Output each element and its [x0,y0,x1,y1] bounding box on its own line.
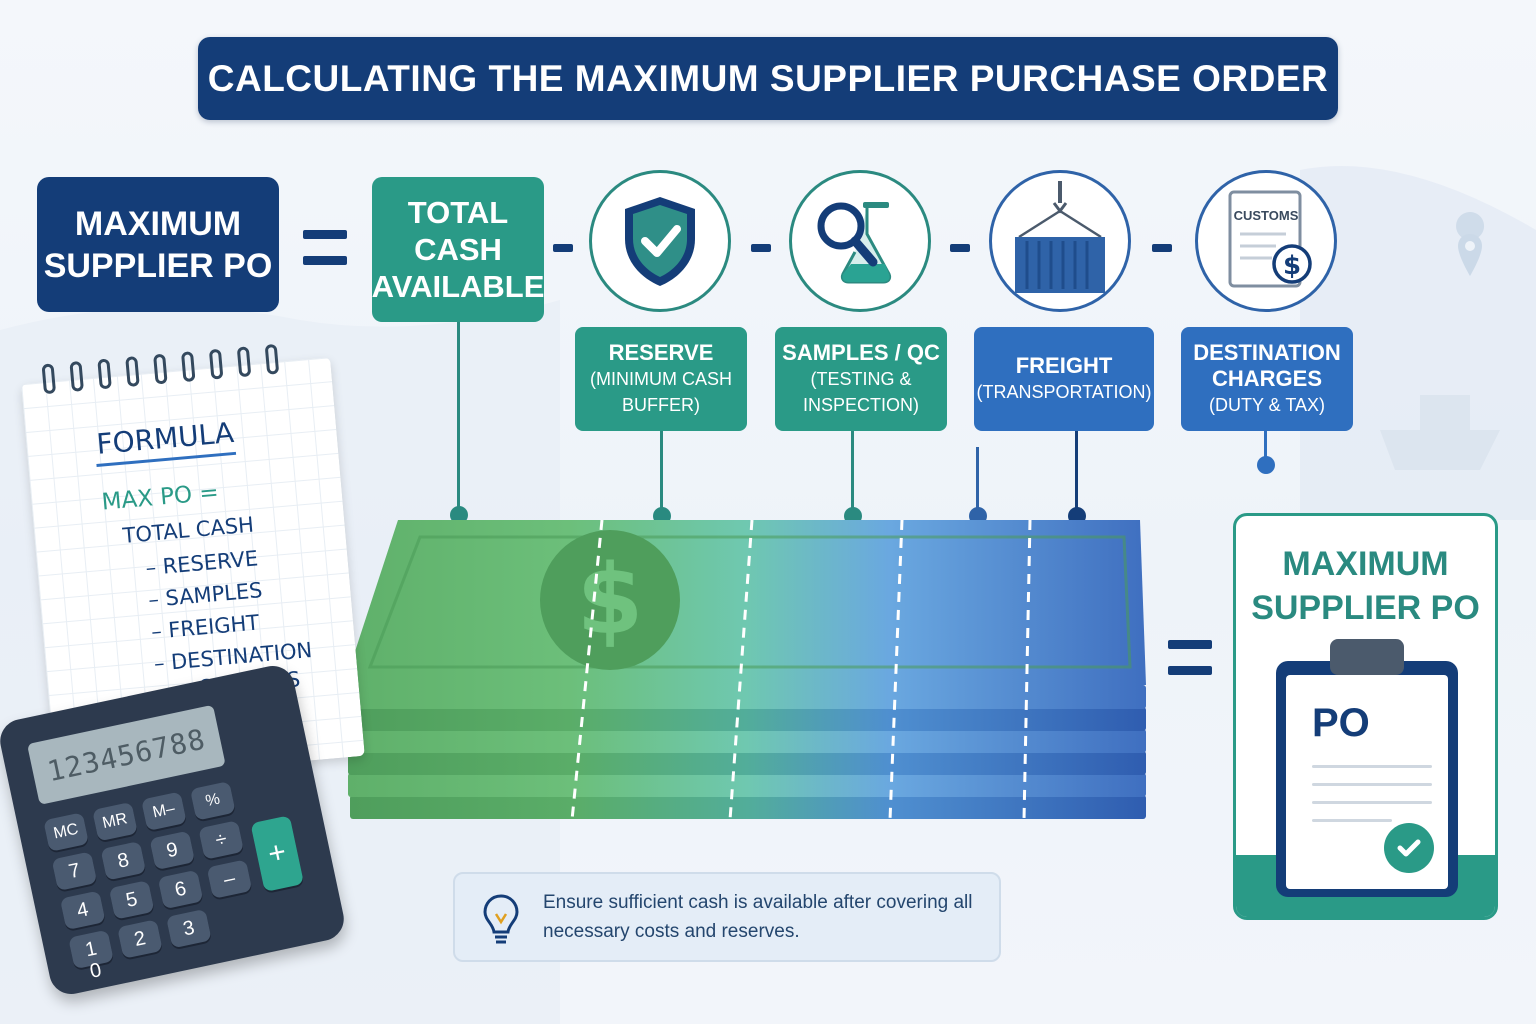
calc-key: MR [92,801,138,842]
map-pin-icon [1456,232,1484,280]
connector-line [660,431,663,511]
max-supplier-po-box: MAXIMUM SUPPLIER PO [37,177,279,312]
doc-line [1312,801,1432,804]
customs-document-icon: $ [1195,170,1337,312]
reserve-label: RESERVE [608,340,714,365]
total-cash-line1: TOTAL [407,195,509,230]
formula-line2: TOTAL CASH [121,512,255,548]
freight-box: FREIGHT (TRANSPORTATION) [974,327,1154,431]
connector-dot [450,506,468,524]
calc-key: % [189,781,236,821]
notepad-ring [208,348,224,380]
minus-sign [1152,244,1172,252]
connector-dot [1257,456,1275,474]
calc-key: MC [43,812,90,852]
calc-key: 6 [157,869,204,910]
connector-line [976,447,979,511]
calc-key: 2 [117,919,163,959]
minus-sign [553,244,573,252]
reserve-sub2: BUFFER) [622,395,700,415]
clipboard-icon: PO [1276,639,1458,897]
notepad-ring [180,351,196,383]
clipboard-clip [1330,639,1404,675]
total-cash-line3: AVAILABLE [371,269,545,304]
formula-line5: – FREIGHT [150,610,261,644]
equals-sign [303,230,347,266]
calc-key-plus: + [250,815,305,893]
tip-text: Ensure sufficient cash is available afte… [543,892,973,942]
destination-label: DESTINATION [1193,340,1341,365]
notepad-ring [153,353,168,385]
total-cash-line2: CASH [414,232,502,267]
formula-line1: MAX PO = [100,479,220,516]
shield-check-icon [589,170,731,312]
connector-line [457,322,460,510]
calc-key: – [206,859,253,899]
minus-sign [950,244,970,252]
check-icon [1384,823,1434,873]
calc-key: 9 [149,830,196,871]
po-doc-label: PO [1312,701,1370,745]
destination-label2: CHARGES [1211,366,1322,391]
calc-key: 7 [51,851,98,891]
notepad-ring [236,346,252,378]
notepad-ring [97,358,112,390]
equals-sign-right [1168,640,1212,676]
samples-qc-box: SAMPLES / QC (TESTING & INSPECTION) [775,327,947,431]
title-banner: CALCULATING THE MAXIMUM SUPPLIER PURCHAS… [198,37,1338,120]
svg-text:$: $ [577,544,644,656]
destination-sub1: (DUTY & TAX) [1208,395,1325,415]
doc-line [1312,765,1432,768]
customs-label: CUSTOMS [1233,208,1299,223]
reserve-box: RESERVE (MINIMUM CASH BUFFER) [575,327,747,431]
notepad-ring [69,360,84,392]
calc-key: ÷ [198,820,245,860]
calc-key: 3 [165,908,212,949]
money-stack: $ [344,519,1146,821]
calc-key: 5 [108,880,155,920]
samples-sub2: INSPECTION) [802,395,919,415]
result-po-card: MAXIMUM SUPPLIER PO PO [1233,513,1498,920]
max-po-line1: MAXIMUM [74,204,242,243]
notepad-ring [41,363,57,395]
po-card-line1: MAXIMUM [1282,545,1449,583]
doc-line [1312,783,1432,786]
notepad-ring [264,343,280,375]
po-document: PO [1286,675,1448,889]
freight-label: FREIGHT [1015,353,1113,378]
calc-key: M– [141,791,187,832]
formula-line3: – RESERVE [144,546,259,581]
minus-sign [751,244,771,252]
samples-label: SAMPLES / QC [782,340,940,365]
page-title: CALCULATING THE MAXIMUM SUPPLIER PURCHAS… [207,57,1329,99]
freight-sub1: (TRANSPORTATION) [976,382,1152,402]
connector-line [1264,431,1267,461]
notepad-ring [125,356,140,387]
doc-line [1312,819,1392,822]
samples-sub1: (TESTING & [810,369,912,389]
calc-key: 8 [100,840,147,881]
formula-line4: – SAMPLES [147,578,264,612]
shipping-container-icon [989,170,1131,312]
tip-box: Ensure sufficient cash is available afte… [453,872,1001,962]
svg-text:$: $ [1283,251,1301,281]
po-card-title: MAXIMUM SUPPLIER PO [1236,542,1495,630]
connector-line [1075,431,1078,511]
magnifier-flask-icon [789,170,931,312]
destination-charges-box: DESTINATION CHARGES (DUTY & TAX) [1181,327,1353,431]
total-cash-box: TOTAL CASH AVAILABLE [372,177,544,322]
calc-key: 4 [59,890,106,931]
connector-line [851,431,854,511]
lightbulb-icon [481,892,521,948]
calc-key: 0 [76,959,116,982]
po-card-line2: SUPPLIER PO [1251,589,1480,627]
max-po-line2: SUPPLIER PO [43,246,273,285]
reserve-sub1: (MINIMUM CASH [590,369,732,389]
